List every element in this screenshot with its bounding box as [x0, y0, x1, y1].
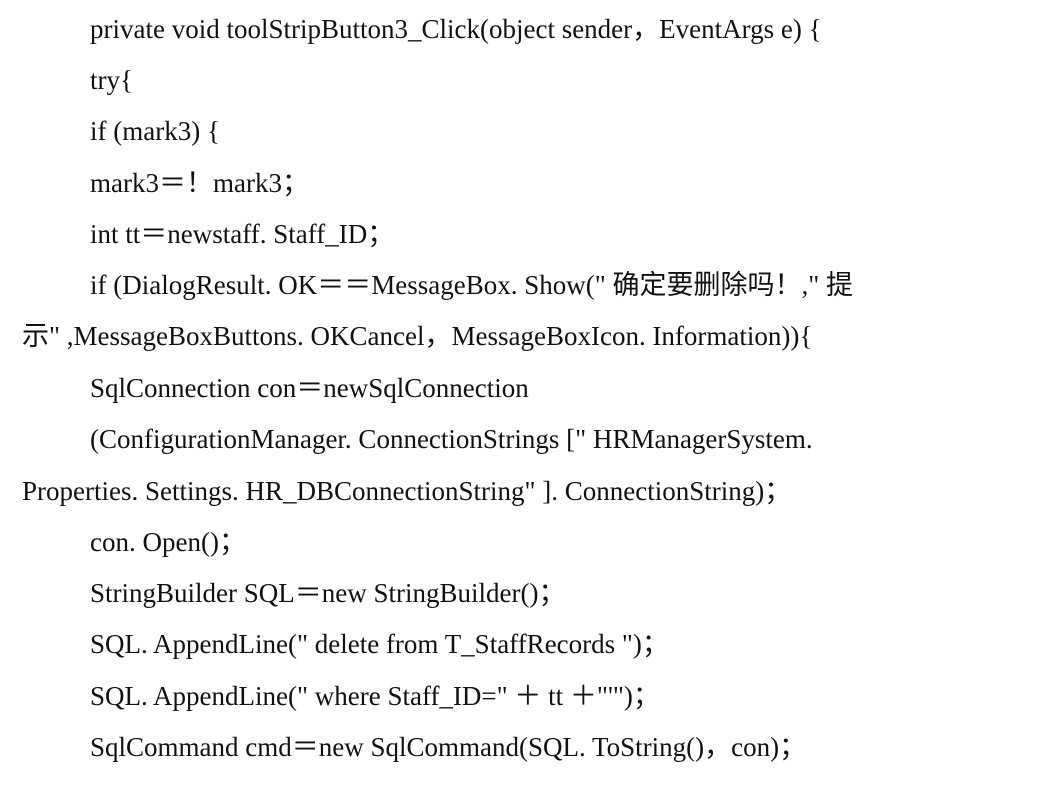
- code-line: SqlCommand cmd＝new SqlCommand(SQL. ToStr…: [90, 732, 807, 762]
- code-line: if (mark3) {: [90, 116, 220, 146]
- code-line: mark3＝！mark3；: [90, 168, 309, 198]
- code-line: int tt＝newstaff. Staff_ID；: [90, 219, 395, 249]
- code-line: SQL. AppendLine(" delete from T_StaffRec…: [90, 629, 669, 659]
- code-line: (ConfigurationManager. ConnectionStrings…: [90, 424, 813, 454]
- code-line: StringBuilder SQL＝new StringBuilder()；: [90, 578, 566, 608]
- code-line: try{: [90, 65, 133, 95]
- code-line: Properties. Settings. HR_DBConnectionStr…: [22, 476, 792, 506]
- code-line: if (DialogResult. OK＝＝MessageBox. Show("…: [90, 270, 853, 300]
- code-line: SqlConnection con＝newSqlConnection: [90, 373, 529, 403]
- code-line: 示" ,MessageBoxButtons. OKCancel，MessageB…: [22, 321, 813, 351]
- code-line: private void toolStripButton3_Click(obje…: [90, 14, 822, 44]
- code-line: con. Open()；: [90, 527, 246, 557]
- code-line: SQL. AppendLine(" where Staff_ID=" ＋ tt …: [90, 681, 660, 711]
